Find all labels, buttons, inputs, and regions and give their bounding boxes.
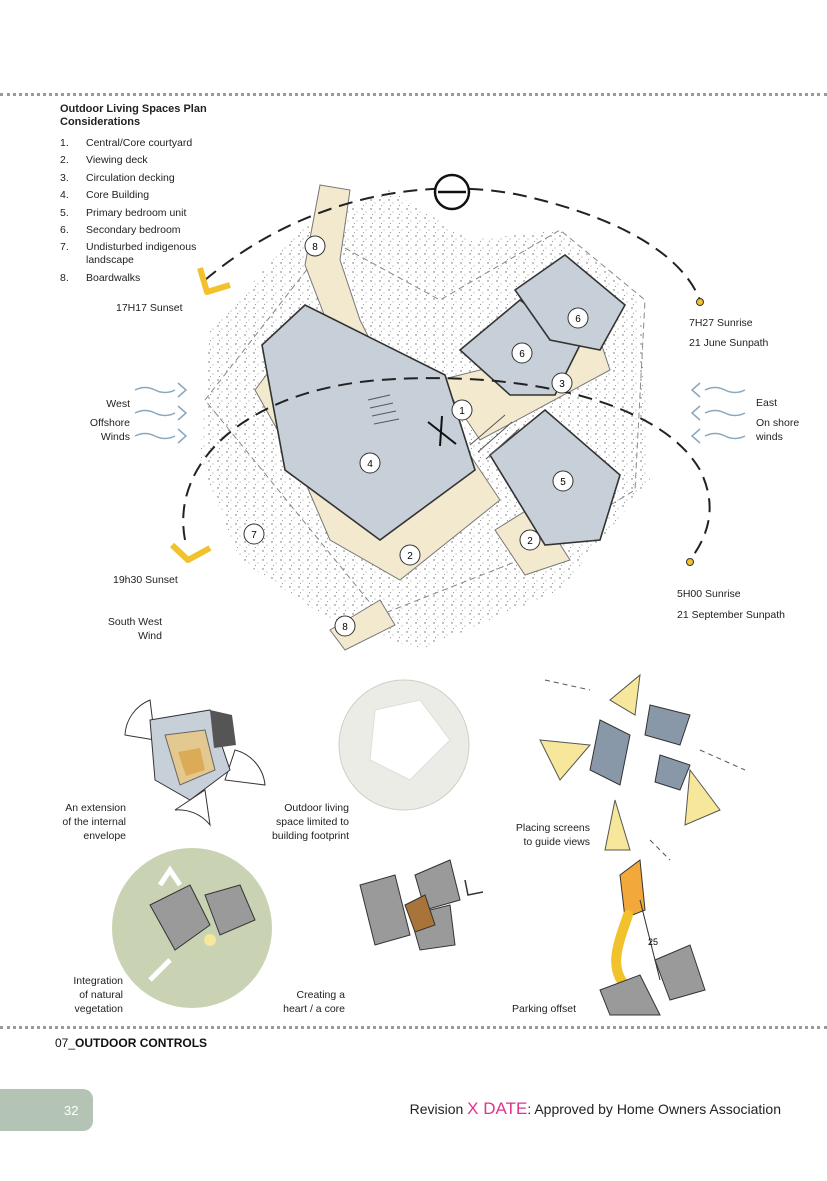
svg-text:8: 8: [342, 622, 348, 633]
legend-title-line1: Outdoor Living Spaces Plan: [60, 103, 207, 115]
bottom-dotted-rule: [0, 1026, 827, 1029]
south-west-wind-label: South West Wind: [107, 616, 162, 642]
secondary-bedroom-b: [513, 253, 627, 351]
legend-title: Outdoor Living Spaces Plan Consideration…: [60, 103, 240, 129]
sunrise-june-path: 21 June Sunpath: [689, 337, 769, 349]
svg-text:7: 7: [251, 530, 257, 541]
svg-text:2: 2: [407, 551, 413, 562]
caption-footprint: Outdoor living space limited to building…: [271, 802, 349, 842]
east-label: East: [756, 397, 778, 409]
legend-item: 6.Secondary bedroom: [60, 223, 181, 236]
sunset-summer-label: 19h30 Sunset: [113, 574, 178, 586]
marker-6a: 6: [511, 342, 533, 364]
sunrise-june-time: 7H27 Sunrise: [689, 317, 753, 329]
marker-2b: 2: [519, 529, 541, 551]
boardwalk-south: [329, 599, 396, 651]
legend-item: 4.Core Building: [60, 189, 150, 202]
legend-list: 1.Central/Core courtyard 2.Viewing deck …: [60, 137, 240, 285]
sketch-envelope-extension: [124, 699, 266, 827]
svg-text:8: 8: [312, 242, 318, 253]
page-number: 32: [64, 1103, 79, 1118]
marker-7: 7: [243, 523, 265, 545]
legend-item: 8.Boardwalks: [60, 271, 141, 284]
sketch-heart-core: [359, 859, 484, 951]
sunpath-september: [182, 377, 711, 561]
svg-text:25: 25: [648, 937, 658, 947]
north-symbol-icon: [433, 173, 471, 211]
west-wind-arrows-icon: [134, 382, 188, 444]
marker-5: 5: [552, 470, 574, 492]
marker-8a: 8: [304, 235, 326, 257]
caption-vegetation: Integration of natural vegetation: [73, 975, 123, 1015]
concept-sketches: 25: [112, 673, 746, 1016]
west-label: West: [106, 398, 130, 410]
svg-text:3: 3: [559, 379, 565, 390]
site-plan-sketch: 1 2 2 3 4 5 6 6 7 8 8: [134, 173, 746, 651]
sunrise-june-dot: [696, 298, 704, 306]
sketch-screens: [539, 673, 746, 861]
sunset-september-arrow-icon: [169, 542, 212, 563]
caption-parking: Parking offset: [512, 1003, 577, 1015]
caption-heart: Creating a heart / a core: [283, 989, 345, 1015]
core-building: [261, 304, 476, 541]
svg-text:6: 6: [575, 314, 581, 325]
sketch-vegetation: [112, 848, 272, 1008]
legend-item: 3.Circulation decking: [60, 171, 175, 184]
site-boundary: [204, 229, 646, 616]
footer-revision: Revision X DATE: Approved by Home Owners…: [409, 1099, 781, 1118]
east-wind-arrows-icon: [690, 382, 746, 444]
page-number-tab: [0, 1089, 93, 1131]
legend-item: 7.Undisturbed indigenous landscape: [60, 241, 197, 267]
courtyard-cross: [427, 415, 457, 447]
legend: Outdoor Living Spaces Plan Consideration…: [60, 103, 240, 289]
onshore-winds-label: On shore winds: [756, 417, 800, 443]
marker-8b: 8: [334, 615, 356, 637]
section-title: 07_OUTDOOR CONTROLS: [55, 1036, 208, 1050]
stair-hatch: [367, 394, 520, 460]
legend-item: 5.Primary bedroom unit: [60, 206, 187, 219]
svg-text:2: 2: [527, 536, 533, 547]
svg-text:4: 4: [367, 459, 373, 470]
legend-item: 1.Central/Core courtyard: [60, 137, 193, 149]
sketch-footprint-circle: [338, 679, 470, 811]
marker-6b: 6: [567, 307, 589, 329]
caption-envelope: An extension of the internal envelope: [62, 802, 126, 842]
caption-screens: Placing screens to guide views: [515, 822, 590, 848]
sketch-parking: 25: [599, 859, 706, 1016]
svg-text:6: 6: [519, 349, 525, 360]
sunset-winter-label: 17H17 Sunset: [116, 302, 183, 314]
svg-text:5: 5: [560, 477, 566, 488]
marker-1: 1: [451, 399, 473, 421]
top-dotted-rule: [0, 93, 827, 96]
sunrise-september-dot: [686, 558, 694, 566]
legend-item: 2.Viewing deck: [60, 154, 148, 167]
sunrise-september-time: 5H00 Sunrise: [677, 588, 741, 600]
legend-title-line2: Considerations: [60, 116, 141, 128]
marker-2a: 2: [399, 544, 421, 566]
marker-3: 3: [551, 372, 573, 394]
sunrise-september-path: 21 September Sunpath: [677, 609, 785, 621]
revision-date: X DATE: [467, 1099, 528, 1118]
marker-4: 4: [359, 452, 381, 474]
sunset-june-arrow-icon: [197, 267, 231, 295]
svg-text:1: 1: [459, 406, 465, 417]
offshore-winds-label: Offshore Winds: [89, 417, 130, 443]
sunpath-june: [204, 187, 701, 301]
